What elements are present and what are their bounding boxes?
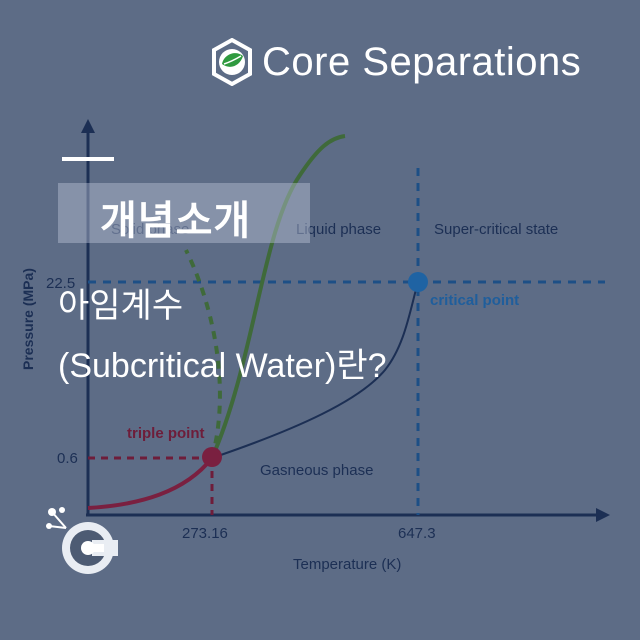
brand-header: Core Separations [208,34,581,90]
brand-name: Core Separations [262,39,582,84]
accent-dash [62,157,114,161]
x-tick-triple: 273.16 [182,525,228,542]
triple-point-label: triple point [127,425,205,442]
critical-point-marker [408,272,428,292]
anomalous-melting-curve [184,249,222,459]
triple-point-marker [202,447,222,467]
x-axis-arrow-icon [596,508,610,522]
molecule-c-logo-icon [46,507,118,574]
y-axis-label: Pressure (MPa) [20,268,36,370]
y-axis-arrow-icon [81,119,95,133]
x-axis-label: Temperature (K) [293,556,401,573]
category-label: 개념소개 [100,199,252,243]
gear-leaf-logo-icon [212,38,252,86]
vaporization-curve [211,281,419,459]
y-tick-critical: 22.5 [46,275,75,292]
y-tick-triple: 0.6 [57,450,78,467]
supercritical-label: Super-critical state [434,221,558,238]
headline-line-2: (Subcritical Water)란? [58,347,387,385]
headline-line-1: 아임계수 [58,287,184,325]
sublimation-curve [87,456,214,510]
gas-phase-label: Gasneous phase [260,462,373,479]
melting-curve [210,134,346,459]
critical-point-label: critical point [430,292,519,309]
x-tick-critical: 647.3 [398,525,436,542]
liquid-phase-label: Liquid phase [296,221,381,238]
category-tag [58,183,310,243]
solid-phase-label: Solid phase [111,221,189,238]
